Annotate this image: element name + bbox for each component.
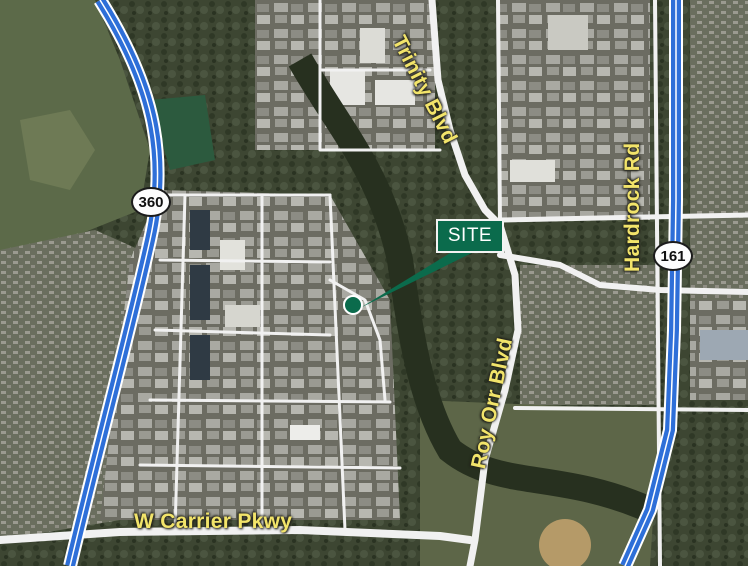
warehouse-roof <box>510 160 555 182</box>
sports-field <box>539 519 591 566</box>
warehouse-roof <box>375 80 415 105</box>
w-carrier-pkwy-label: W Carrier Pkwy <box>134 510 293 533</box>
highway-161-divider <box>624 0 677 566</box>
industrial-district-central <box>100 190 400 520</box>
warehouse-roof <box>190 335 210 380</box>
residential-area-west <box>0 230 140 540</box>
highway-161-shield: 161 <box>653 241 693 271</box>
warehouse-roof <box>290 425 320 440</box>
warehouse-roof <box>700 330 748 360</box>
warehouse-roof <box>190 210 210 250</box>
highway-360-shield-number: 360 <box>138 193 164 211</box>
site-callout-pointer <box>360 247 484 308</box>
warehouse-roof <box>360 28 385 63</box>
highway-161-shield-number: 161 <box>660 247 686 265</box>
warehouse-roof <box>220 240 245 270</box>
site-marker <box>343 295 363 315</box>
highway-360-shield: 360 <box>131 187 171 217</box>
highway-360-divider <box>69 0 159 566</box>
hardrock-rd-label: Hardrock Rd <box>621 142 644 272</box>
warehouse-roof <box>190 265 210 320</box>
residential-east <box>690 0 748 300</box>
warehouse-roof <box>548 15 588 50</box>
golf-course-patch <box>20 110 95 190</box>
warehouse-roof <box>225 305 260 327</box>
site-callout-label: SITE <box>436 219 504 253</box>
site-label-text: SITE <box>447 225 493 246</box>
green-pond <box>150 95 215 170</box>
